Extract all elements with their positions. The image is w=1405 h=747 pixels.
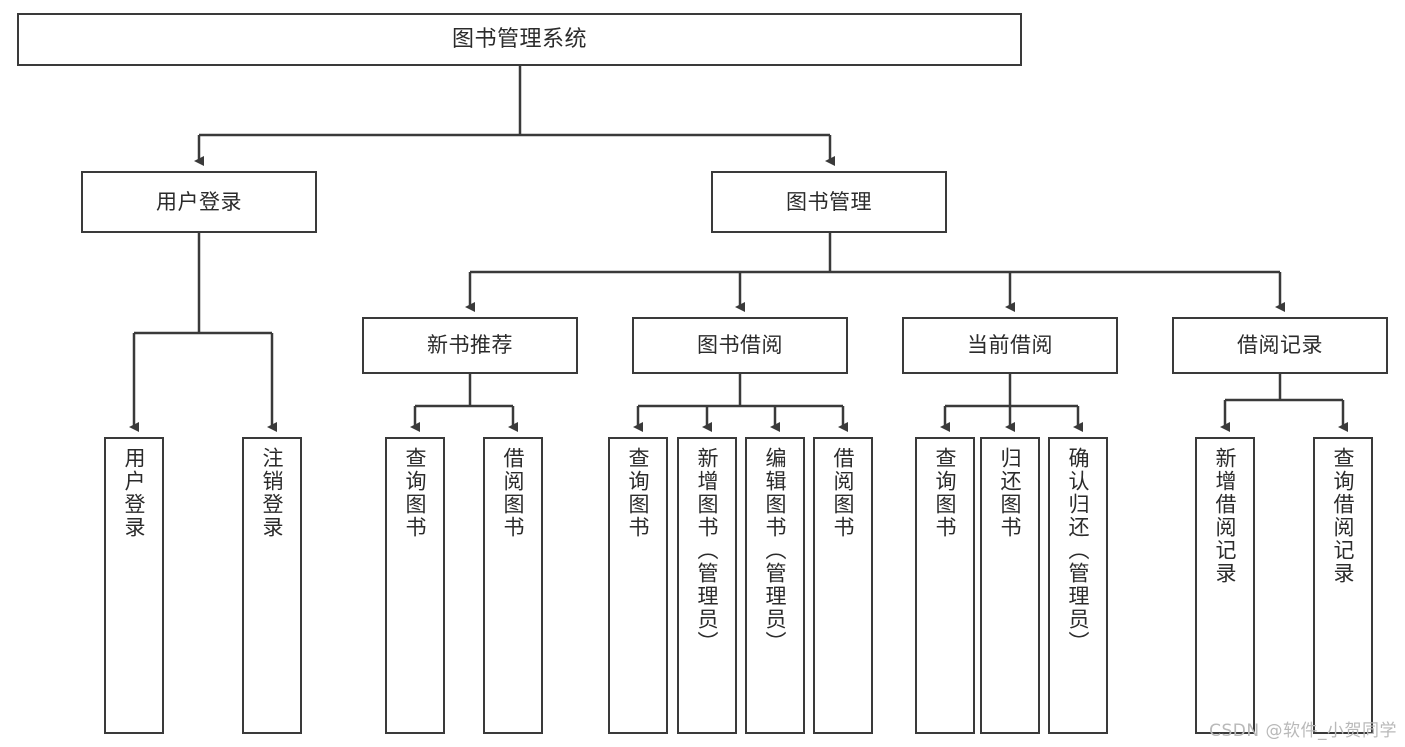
leaf-borrow-records-add-record[interactable]: 新增借阅记录 [1195,437,1255,734]
leaf-book-borrow-query-books[interactable]: 查询图书 [608,437,668,734]
node-label: 新增图书（管理员） [695,447,720,654]
leaf-book-borrow-add-book-admin[interactable]: 新增图书（管理员） [677,437,737,734]
node-label: 归还图书 [998,447,1023,539]
node-label: 新书推荐 [427,333,513,358]
leaf-user-login-login[interactable]: 用户登录 [104,437,164,734]
node-label: 图书管理系统 [451,26,587,52]
node-label: 图书借阅 [697,333,783,358]
node-book-borrow[interactable]: 图书借阅 [632,317,848,374]
leaf-current-borrow-query-books[interactable]: 查询图书 [915,437,975,734]
node-user-login[interactable]: 用户登录 [81,171,317,233]
leaf-current-borrow-confirm-return-admin[interactable]: 确认归还（管理员） [1048,437,1108,734]
node-label: 借阅记录 [1237,333,1323,358]
node-book-management[interactable]: 图书管理 [711,171,947,233]
leaf-current-borrow-return-books[interactable]: 归还图书 [980,437,1040,734]
node-label: 图书管理 [786,189,872,214]
csdn-watermark: CSDN @软件_小贺同学 [1209,721,1397,741]
node-label: 注销登录 [260,447,285,539]
node-label: 查询借阅记录 [1331,447,1356,585]
node-label: 查询图书 [626,447,651,539]
node-label: 查询图书 [403,447,428,539]
node-label: 编辑图书（管理员） [763,447,788,654]
leaf-user-login-logout[interactable]: 注销登录 [242,437,302,734]
node-label: 当前借阅 [967,333,1053,358]
node-label: 借阅图书 [501,447,526,539]
leaf-borrow-records-query-record[interactable]: 查询借阅记录 [1313,437,1373,734]
node-label: 查询图书 [933,447,958,539]
node-label: 确认归还（管理员） [1066,447,1091,654]
node-label: 借阅图书 [831,447,856,539]
node-label: 用户登录 [156,189,242,214]
leaf-book-borrow-edit-book-admin[interactable]: 编辑图书（管理员） [745,437,805,734]
node-new-book-recommend[interactable]: 新书推荐 [362,317,578,374]
node-label: 用户登录 [122,447,147,539]
leaf-new-book-query-books[interactable]: 查询图书 [385,437,445,734]
leaf-book-borrow-borrow-books[interactable]: 借阅图书 [813,437,873,734]
node-borrow-records[interactable]: 借阅记录 [1172,317,1388,374]
leaf-new-book-borrow-books[interactable]: 借阅图书 [483,437,543,734]
node-root-book-management-system[interactable]: 图书管理系统 [17,13,1022,66]
node-current-borrow[interactable]: 当前借阅 [902,317,1118,374]
node-label: 新增借阅记录 [1213,447,1238,585]
